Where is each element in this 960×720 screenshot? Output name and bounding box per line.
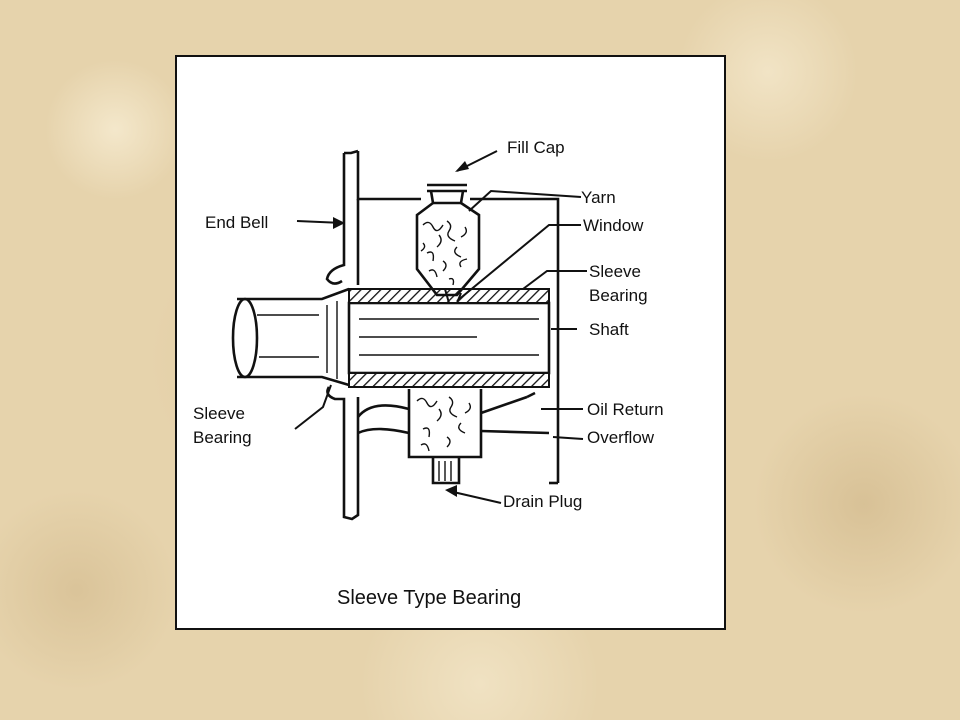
label-drain-plug: Drain Plug <box>503 492 582 511</box>
drain-plug <box>431 457 461 485</box>
label-window: Window <box>583 216 644 235</box>
label-sleeve-bearing-left-line2: Bearing <box>193 428 252 447</box>
label-overflow: Overflow <box>587 428 655 447</box>
label-shaft: Shaft <box>589 320 629 339</box>
end-bell-housing <box>325 149 560 521</box>
label-oil-return: Oil Return <box>587 400 664 419</box>
shaft-stub <box>231 287 350 387</box>
oil-return-passage <box>356 391 550 435</box>
label-yarn: Yarn <box>581 188 616 207</box>
diagram-caption: Sleeve Type Bearing <box>337 587 521 609</box>
shaft <box>347 301 551 375</box>
label-end-bell: End Bell <box>205 213 268 232</box>
label-sleeve-bearing-top-line1: Sleeve <box>589 262 641 281</box>
label-fill-cap: Fill Cap <box>507 138 565 157</box>
lower-yarn-reservoir <box>407 389 483 459</box>
fill-cap <box>427 183 467 205</box>
sleeve-bearing-diagram: Fill Cap Yarn Window End Bell Sleeve Bea… <box>193 138 664 609</box>
diagram-panel: Fill Cap Yarn Window End Bell Sleeve Bea… <box>175 55 726 630</box>
label-sleeve-bearing-top-line2: Bearing <box>589 286 648 305</box>
leader-lines <box>294 150 587 504</box>
label-sleeve-bearing-left-line1: Sleeve <box>193 404 245 423</box>
upper-yarn-reservoir <box>415 201 481 297</box>
sleeve-bearing <box>348 288 550 388</box>
